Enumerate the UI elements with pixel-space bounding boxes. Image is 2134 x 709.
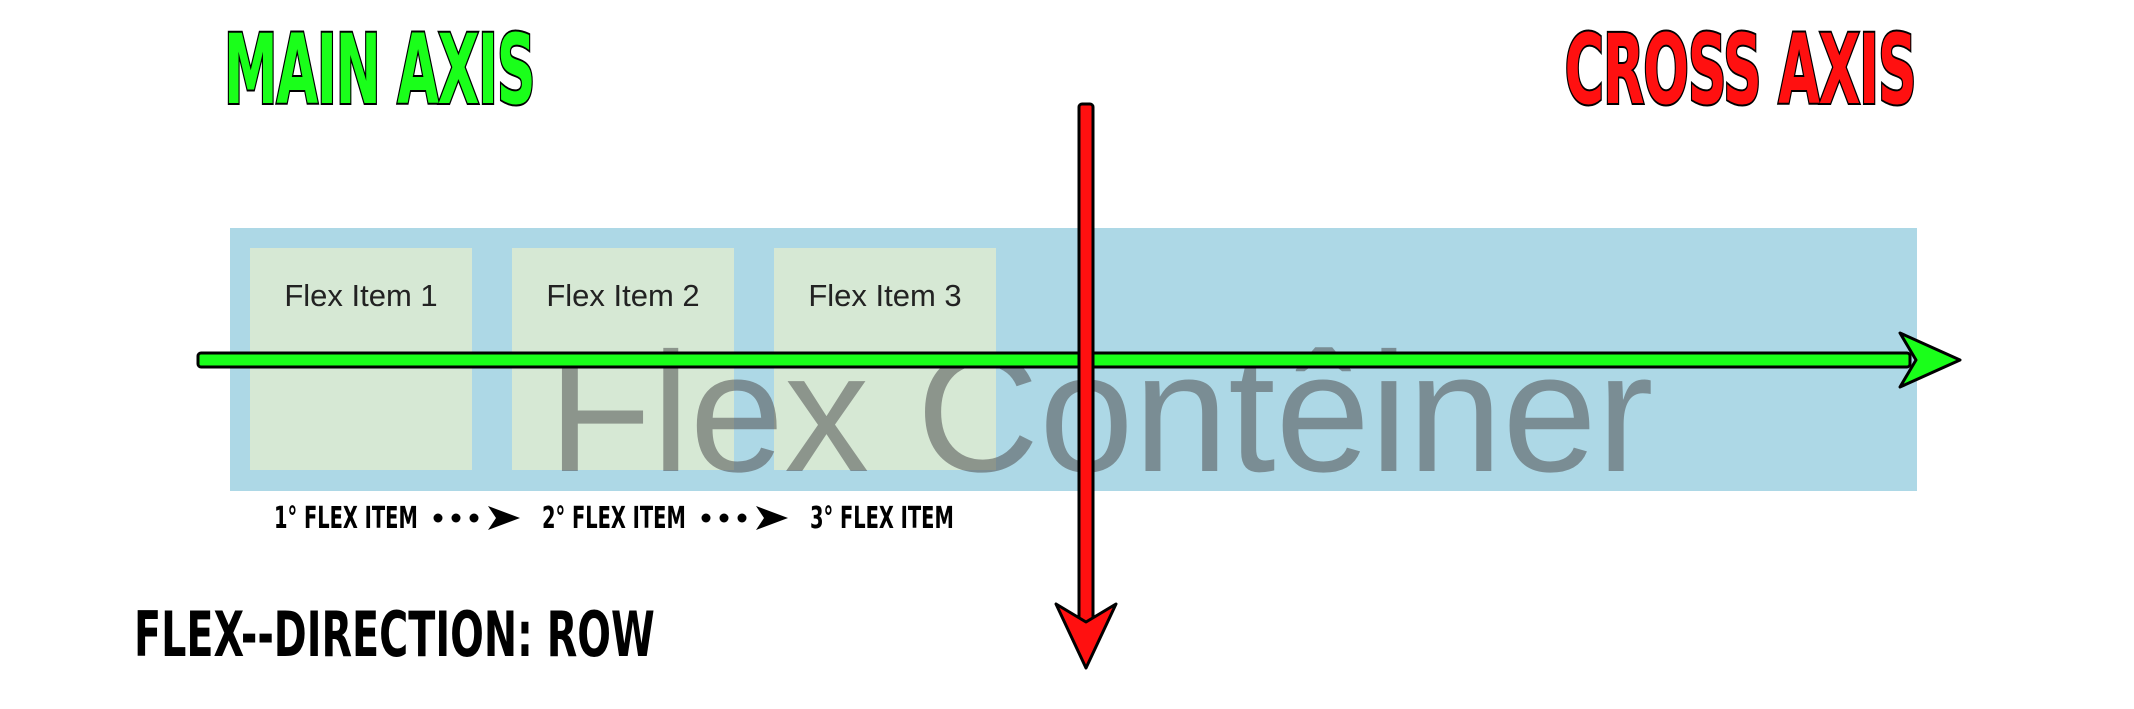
flex-item-1: Flex Item 1 — [250, 248, 472, 470]
order-label-1: 1° FLEX ITEM — [274, 500, 418, 536]
main-axis-title: MAIN AXIS — [223, 14, 537, 126]
flex-item-1-label: Flex Item 1 — [284, 278, 438, 313]
flex-container-label: Flex Contêiner — [548, 318, 1654, 508]
dotted-arrow-icon — [701, 506, 788, 530]
dotted-arrow-icon — [433, 506, 520, 530]
cross-axis-title: CROSS AXIS — [1564, 14, 1918, 126]
flex-direction-caption: FLEX--DIRECTION: ROW — [134, 598, 655, 671]
item-order-sequence: 1° FLEX ITEM 2° FLEX ITEM 3° FLEX ITEM — [274, 498, 968, 538]
flex-item-3-label: Flex Item 3 — [808, 278, 962, 313]
flex-container: Flex Item 1 Flex Item 2 Flex Item 3 Flex… — [230, 228, 1917, 498]
flex-item-2-label: Flex Item 2 — [546, 278, 700, 313]
